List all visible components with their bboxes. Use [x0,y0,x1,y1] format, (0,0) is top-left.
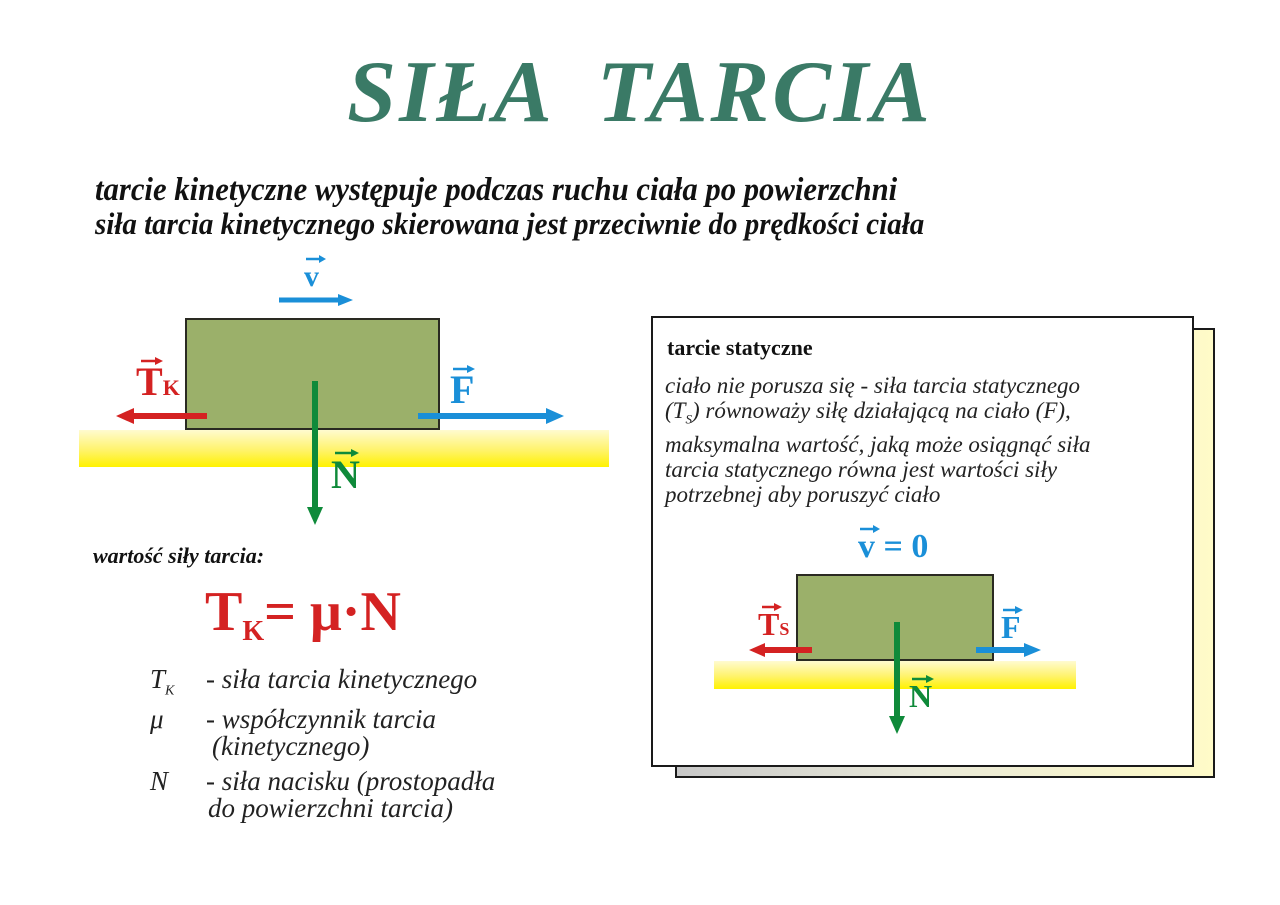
static-friction-panel [651,316,1194,767]
vector-arrow-icon [860,525,880,533]
intro-line-2: siła tarcia kinetycznego skierowana jest… [95,206,925,241]
velocity-label: v [304,255,326,292]
legend-item: TK- siła tarcia kinetycznego [150,664,478,699]
static-normal-label: N [909,675,934,712]
vector-arrow-icon [141,357,163,365]
normal-force-arrow-icon [307,381,323,525]
friction-arrow-icon [116,408,207,424]
static-friction-arrow-icon [749,643,812,657]
legend-item: μ- współczynnik tarcia [150,704,436,734]
friction-label: TK [136,357,180,402]
panel-description: ciało nie porusza się - siła tarcia stat… [665,373,1091,507]
vector-arrow-icon [1003,606,1023,614]
legend-item-continuation: (kinetycznego) [212,731,370,761]
velocity-zero-label: v = 0 [858,525,928,564]
normal-force-label: N [331,449,360,495]
force-arrow-icon [418,408,564,424]
vector-arrow-icon [335,449,359,457]
legend-item-continuation: do powierzchni tarcia) [208,793,453,823]
friction-formula: TK= μ·N [205,581,401,647]
velocity-arrow-icon [279,294,353,306]
vector-arrow-icon [762,603,782,611]
vector-arrow-icon [912,675,934,683]
formula-heading: wartość siły tarcia: [93,543,265,568]
static-normal-arrow-icon [889,622,905,734]
panel-title: tarcie statyczne [667,335,813,360]
intro-line-1: tarcie kinetyczne występuje podczas ruch… [95,172,898,208]
ground-surface [79,430,609,467]
static-force-arrow-icon [976,643,1041,657]
vector-arrow-icon [306,255,326,263]
legend-item: N- siła nacisku (prostopadła [150,766,496,796]
static-force-label: F [1001,606,1023,643]
static-friction-label: TS [758,603,789,640]
vector-arrow-icon [453,365,475,373]
page-title: SIŁA TARCIA [347,44,933,141]
force-label: F [450,365,475,410]
